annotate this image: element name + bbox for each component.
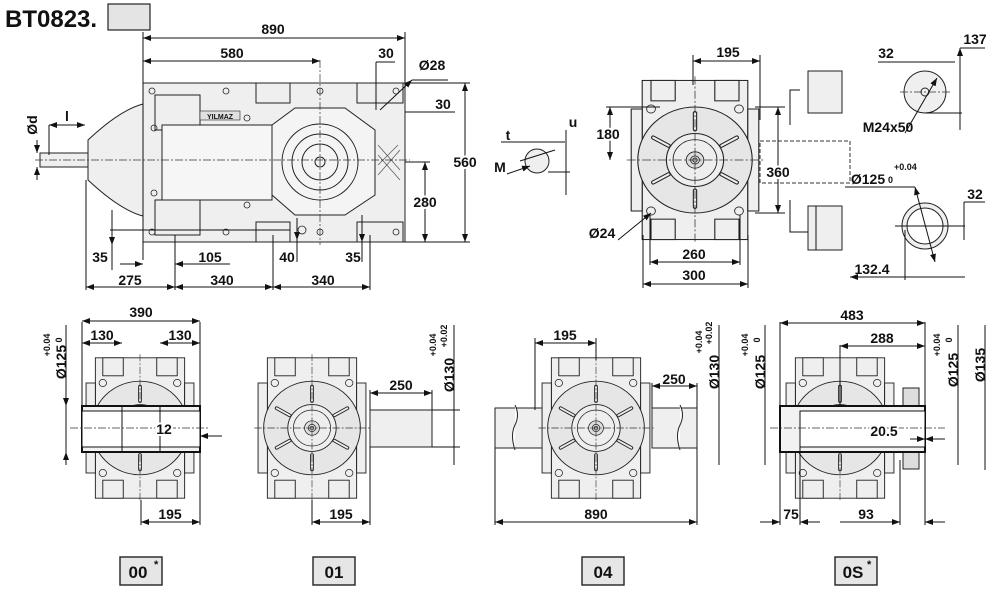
dim-foot-35-right: 35 (345, 249, 361, 265)
variant-01-view: 250 Ø130 +0.04 +0.02 195 (252, 325, 460, 525)
dim-hole-diameter: Ø28 (419, 57, 446, 73)
dim-04-tol-upper: +0.04 (694, 331, 704, 354)
dim-0s-bore-right: Ø125 (945, 353, 961, 387)
dim-front-300: 300 (682, 267, 706, 283)
right-shaft (651, 407, 698, 449)
dim-shaft-132-4: 132.4 (854, 261, 889, 277)
shaft-thread-label: M24x50 (863, 119, 914, 135)
dim-span-340-left: 340 (210, 272, 234, 288)
brand-logo: YILMAZ (207, 114, 234, 121)
dim-height-280: 280 (413, 194, 437, 210)
dim-0s-right: 93 (858, 506, 874, 522)
dim-0s-ring-diameter: Ø135 (972, 348, 988, 382)
dim-00-offset: 195 (158, 506, 182, 522)
dim-span-275: 275 (118, 272, 142, 288)
dim-0s-gap: 20.5 (870, 423, 897, 439)
dim-0s-bore-left: Ø125 (752, 355, 768, 389)
dim-00-inner: 12 (156, 421, 172, 437)
dim-input-diameter: Ød (24, 115, 40, 134)
dim-foot-40: 40 (279, 249, 295, 265)
dim-01-tol-lower: +0.02 (439, 325, 449, 348)
variant-0s-asterisk: * (867, 559, 872, 571)
model-code: BT0823. (5, 6, 97, 33)
dim-front-hole-diameter: Ø24 (589, 225, 616, 241)
variant-00-view: 390 130 130 12 Ø125 +0.04 0 195 (42, 304, 222, 525)
dim-0s-tol-upper-right: +0.04 (932, 334, 942, 357)
dim-front-195: 195 (716, 44, 740, 60)
dim-0s-left: 75 (783, 506, 799, 522)
variant-04-view: 195 250 Ø130 +0.04 +0.02 890 (494, 322, 722, 525)
dim-0s-tol-upper-left: +0.04 (740, 334, 750, 357)
variant-04-label: 04 (594, 563, 613, 582)
front-view: 195 180 360 Ø24 260 300 (589, 44, 851, 288)
variant-label-0s[interactable]: 0S * (834, 556, 878, 586)
dim-foot-105: 105 (198, 249, 222, 265)
shaft-details: 32 137 M24x50 Ø125 +0.04 0 32 132.4 (789, 31, 987, 280)
variant-00-asterisk: * (154, 559, 159, 571)
key-m-label: M (494, 159, 506, 175)
variant-0s-label: 0S (843, 563, 864, 582)
output-shaft-hidden (759, 140, 851, 184)
variant-01-label: 01 (325, 563, 344, 582)
bore-tol-upper: +0.04 (894, 162, 917, 172)
dim-0s-tol-lower-right: 0 (944, 337, 954, 342)
dim-01-tol-upper: +0.04 (428, 334, 438, 357)
dim-00-right: 130 (168, 327, 192, 343)
dim-04-tol-lower: +0.02 (704, 322, 714, 345)
dim-0s-inner: 288 (870, 330, 894, 346)
dim-height-560: 560 (453, 154, 477, 170)
bore-tol-lower: 0 (888, 175, 893, 185)
dim-shaft-32-top: 32 (878, 45, 894, 61)
dim-shaft-137: 137 (963, 31, 987, 47)
dim-01-offset: 195 (329, 506, 353, 522)
side-view: YILMAZ 890 580 30 Ø28 30 560 280 Ød (24, 21, 479, 290)
dim-00-overall: 390 (129, 304, 153, 320)
dim-580: 580 (220, 45, 244, 61)
dim-30-right: 30 (435, 96, 451, 112)
dim-04-shaft-diameter: Ø130 (706, 355, 722, 389)
dim-shaft-32-bottom: 32 (967, 186, 983, 202)
dim-04-shaft-length: 250 (662, 371, 686, 387)
dim-00-left: 130 (90, 327, 114, 343)
dim-0s-overall: 483 (840, 307, 864, 323)
key-u-label: u (569, 114, 578, 130)
variant-0s-view: 483 288 20.5 Ø125 +0.04 0 Ø125 +0.04 0 Ø… (740, 307, 988, 525)
dim-00-bore: Ø125 (53, 345, 69, 379)
dim-00-tol-upper: +0.04 (42, 334, 52, 357)
dim-01-shaft-diameter: Ø130 (441, 358, 457, 392)
dim-input-length: l (65, 108, 69, 124)
dim-bore-diameter: Ø125 (851, 171, 885, 187)
dim-front-360: 360 (766, 164, 790, 180)
dim-overall-length: 890 (261, 21, 285, 37)
dim-04-offset: 195 (553, 327, 577, 343)
dim-front-260: 260 (682, 246, 706, 262)
gear-housing-octagon (271, 107, 376, 216)
dim-01-shaft-length: 250 (389, 377, 413, 393)
dim-04-overall: 890 (584, 506, 608, 522)
dim-30-top: 30 (378, 45, 394, 61)
dim-front-180: 180 (596, 126, 620, 142)
dim-span-340-right: 340 (311, 272, 335, 288)
key-t-label: t (506, 127, 511, 143)
dim-00-tol-lower: 0 (54, 337, 64, 342)
dim-foot-35-left: 35 (92, 249, 108, 265)
output-shaft (369, 409, 433, 448)
dim-0s-tol-lower-left: 0 (752, 337, 762, 342)
variant-00-label: 00 (129, 563, 148, 582)
variant-code-box[interactable] (107, 3, 151, 31)
variant-label-04[interactable]: 04 (581, 556, 625, 586)
variant-label-00[interactable]: 00 * (119, 556, 163, 586)
variant-label-01[interactable]: 01 (312, 556, 356, 586)
key-detail: t u M (494, 114, 577, 195)
